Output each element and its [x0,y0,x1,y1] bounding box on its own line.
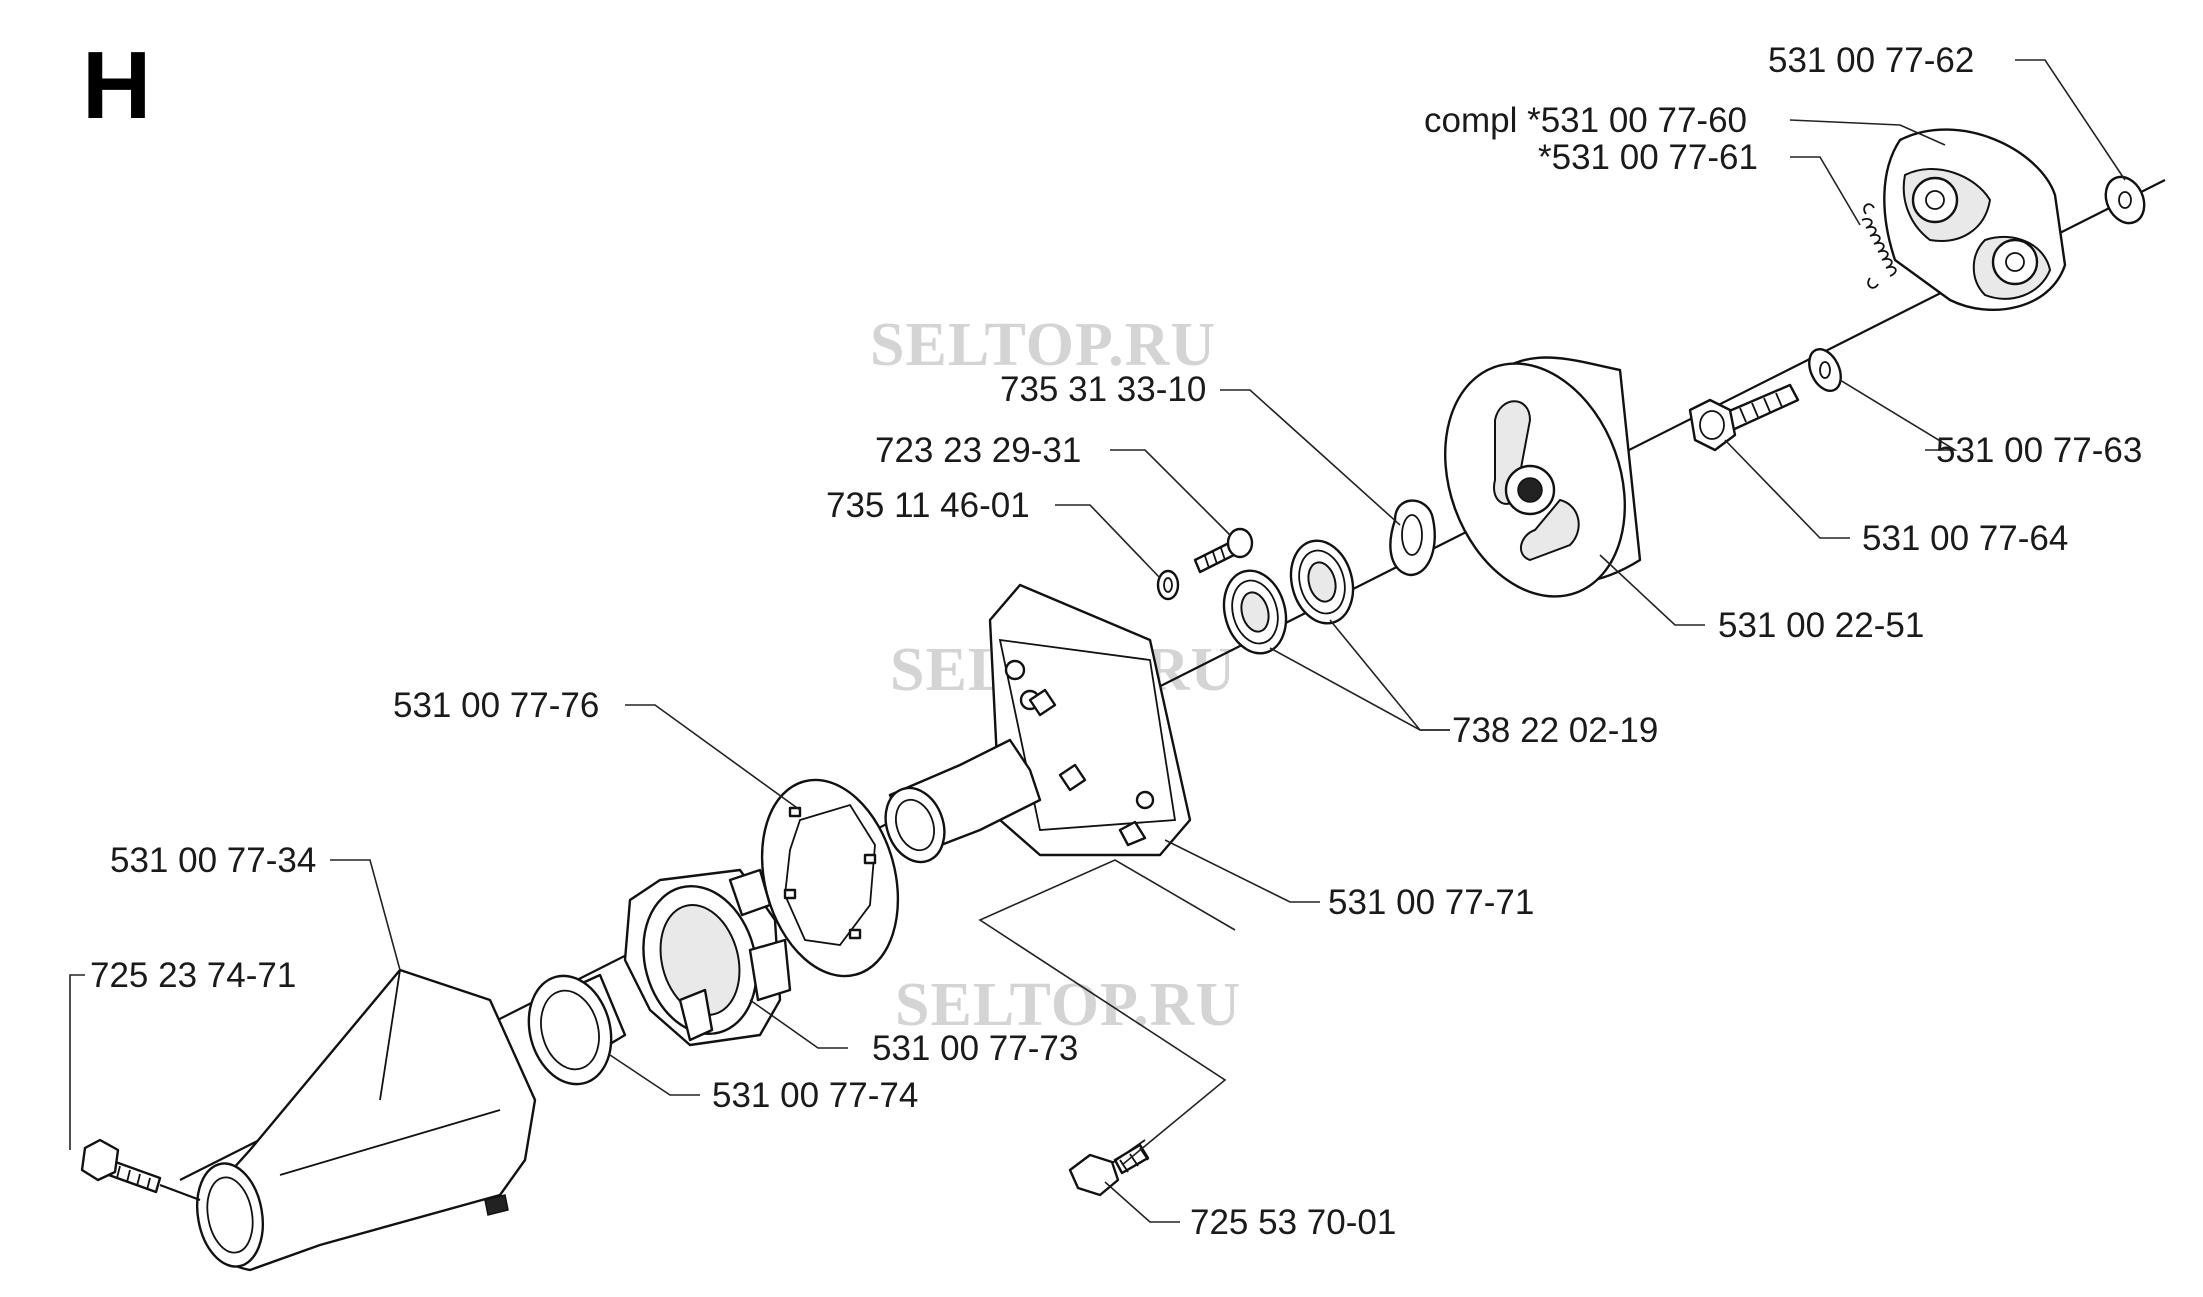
ball-bearing-inner [1222,569,1288,655]
ball-bearing-outer [1289,539,1355,625]
clutch-washer [2104,175,2146,225]
clutch-bolt-washer [1808,348,1842,392]
label-clutch-housing: 531 00 77-71 [1328,883,1534,922]
label-bushing: 531 00 77-74 [712,1076,918,1115]
label-damper-plate: 531 00 77-76 [393,686,599,725]
label-housing-screw: 723 23 29-31 [875,431,1081,470]
circlip [1389,499,1436,577]
clutch-shoes [1883,128,2067,311]
label-clutch-cover: 531 00 77-34 [110,841,316,880]
clutch-cover [196,968,537,1272]
label-clutch-washer: 531 00 77-62 [1768,41,1974,80]
label-cover-screw: 725 23 74-71 [90,956,296,995]
label-bolt-washer: 531 00 77-63 [1936,431,2142,470]
clutch-housing [884,583,1192,864]
watermark: SELTOP.RU [870,311,1216,379]
leader-lines [69,59,2126,1223]
clutch-bolt [1688,383,1800,452]
assembly-axis [179,179,2166,1181]
bushing [527,973,627,1086]
retaining-ring [1156,569,1180,601]
label-circlip: 735 31 33-10 [1000,370,1206,409]
label-clutch-assembly: compl *531 00 77-60 [1424,101,1747,140]
label-ball-bearings: 738 22 02-19 [1452,711,1658,750]
label-clutch-drum: 531 00 22-51 [1718,606,1924,645]
clutch-drum [1443,356,1642,598]
section-letter: H [82,32,151,139]
label-clutch-bolt: 531 00 77-64 [1862,519,2068,558]
label-drive-coupling: 531 00 77-73 [872,1029,1078,1068]
clutch-spring [1861,203,1897,289]
housing-bottom-screw [1068,1139,1150,1197]
label-retaining-ring: 735 11 46-01 [826,486,1030,525]
label-bottom-screw: 725 53 70-01 [1190,1203,1396,1242]
housing-screw [1193,527,1254,574]
watermark: SELTOP.RU [895,971,1241,1039]
label-clutch-spring: *531 00 77-61 [1538,138,1758,177]
drive-coupling [623,868,792,1047]
cover-screw [80,1138,201,1202]
